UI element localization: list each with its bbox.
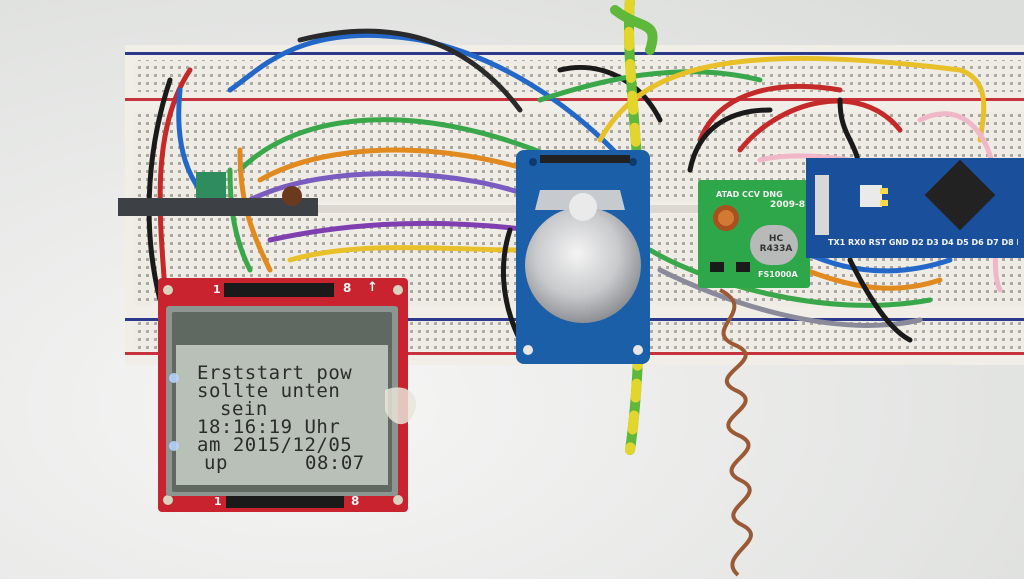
rf-edge-label: 2009-8 [770, 200, 806, 210]
lcd-module [158, 278, 416, 512]
lcd-line-6-left: up [204, 452, 228, 474]
lcd-arrow-icon: ↑ [367, 280, 378, 295]
rf-side-label: FS1000A [758, 270, 798, 279]
nano-pin-labels: TX1 RX0 RST GND D2 D3 D4 D5 D6 D7 D8 D9 … [828, 238, 1018, 247]
lcd-pin-1-bottom: 1 [214, 495, 222, 508]
lcd-line-2: sollte unten [197, 380, 341, 402]
rtc-module [516, 150, 650, 364]
rf-transmitter [698, 180, 810, 288]
coin-battery [525, 207, 641, 323]
antenna-coil [719, 288, 753, 577]
lcd-line-5: am 2015/12/05 [197, 434, 353, 456]
arduino-nano [806, 158, 1024, 258]
lcd-line-3: sein [220, 398, 268, 420]
lcd-pin-1-top: 1 [213, 283, 221, 296]
lcd-line-4: 18:16:19 Uhr [197, 416, 341, 438]
pin-header [118, 172, 318, 216]
lcd-line-1: Erststart pow [197, 362, 353, 384]
rf-chip-label: HC R433A [759, 234, 793, 254]
lcd-pin-8-bottom: 8 [351, 494, 360, 508]
lcd-line-6-right: 08:07 [305, 452, 365, 474]
rf-top-label: ATAD CCV DNG [716, 190, 783, 199]
lcd-pin-8-top: 8 [343, 281, 352, 295]
